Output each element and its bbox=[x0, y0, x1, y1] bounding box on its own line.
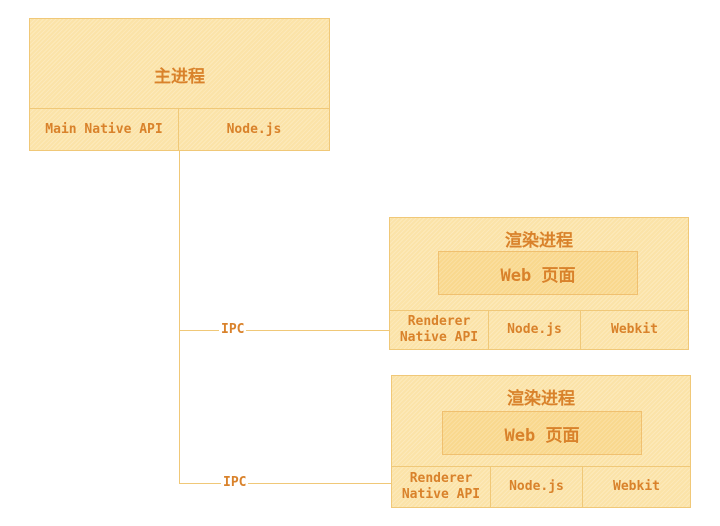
renderer-webkit-cell-1: Webkit bbox=[611, 322, 658, 337]
main-process-divider bbox=[30, 108, 329, 109]
main-process-box: 主进程 Main Native API Node.js bbox=[29, 18, 330, 151]
renderer-divider-2 bbox=[392, 466, 690, 467]
renderer-cell-divider-1b bbox=[580, 310, 581, 349]
ipc-label-1: IPC bbox=[219, 322, 247, 337]
ipc-line-2 bbox=[179, 483, 391, 484]
main-process-cell-divider bbox=[178, 108, 179, 150]
renderer-divider-1 bbox=[390, 310, 688, 311]
main-process-title: 主进程 bbox=[154, 66, 205, 87]
ipc-label-2: IPC bbox=[221, 475, 249, 490]
renderer-cell-divider-2b bbox=[582, 466, 583, 507]
web-page-box-2: Web 页面 bbox=[442, 411, 642, 455]
renderer-native-api-cell-2: Renderer Native API bbox=[401, 471, 481, 502]
ipc-line-1 bbox=[179, 330, 389, 331]
main-native-api-cell: Main Native API bbox=[45, 121, 163, 137]
renderer-process-title-2: 渲染进程 bbox=[507, 388, 575, 409]
renderer-process-box-2: 渲染进程 Web 页面 Renderer Native API Node.js … bbox=[391, 375, 691, 508]
renderer-process-box-1: 渲染进程 Web 页面 Renderer Native API Node.js … bbox=[389, 217, 689, 350]
main-nodejs-cell: Node.js bbox=[226, 121, 282, 137]
web-page-box-1: Web 页面 bbox=[438, 251, 638, 295]
renderer-cell-divider-1a bbox=[488, 310, 489, 349]
renderer-process-title-1: 渲染进程 bbox=[505, 230, 573, 251]
renderer-nodejs-cell-2: Node.js bbox=[509, 479, 564, 494]
renderer-nodejs-cell-1: Node.js bbox=[507, 322, 562, 337]
ipc-trunk-line bbox=[179, 150, 180, 483]
renderer-webkit-cell-2: Webkit bbox=[613, 479, 660, 494]
renderer-cell-divider-2a bbox=[490, 466, 491, 507]
renderer-native-api-cell-1: Renderer Native API bbox=[399, 314, 479, 345]
